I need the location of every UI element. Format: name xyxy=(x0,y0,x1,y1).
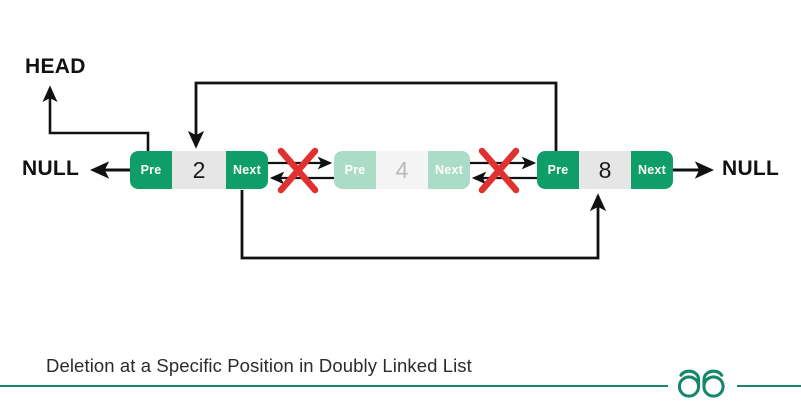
node-3-prev-pointer[interactable]: Pre xyxy=(537,151,579,189)
node-2-deleted[interactable]: Pre 4 Next xyxy=(334,151,470,189)
old-link-node1-node2 xyxy=(268,156,334,185)
node-2-prev-pointer[interactable]: Pre xyxy=(334,151,376,189)
geeksforgeeks-logo-icon xyxy=(677,369,725,398)
relink-prev-arrow xyxy=(187,81,558,152)
node-1-next-pointer[interactable]: Next xyxy=(226,151,268,189)
node-1-prev-pointer[interactable]: Pre xyxy=(130,151,172,189)
node-2-next-pointer[interactable]: Next xyxy=(428,151,470,189)
old-link-node2-node3 xyxy=(470,156,537,185)
node-3[interactable]: Pre 8 Next xyxy=(537,151,673,189)
null-left-label: NULL xyxy=(22,157,80,180)
head-label: HEAD xyxy=(25,55,86,78)
cross-left-icon xyxy=(277,147,319,194)
cross-right-icon xyxy=(478,147,520,194)
head-pointer-arrow xyxy=(42,85,150,152)
node-3-value: 8 xyxy=(598,156,612,183)
node-3-next-pointer[interactable]: Next xyxy=(631,151,673,189)
footer-rule-right xyxy=(737,385,801,387)
footer-rule-left xyxy=(0,385,668,387)
relink-next-arrow xyxy=(240,190,607,260)
node-1-value: 2 xyxy=(192,156,206,183)
caption-text: Deletion at a Specific Position in Doubl… xyxy=(46,355,472,376)
node-2-value: 4 xyxy=(395,156,409,183)
null-right-label: NULL xyxy=(722,157,780,180)
node-1[interactable]: Pre 2 Next xyxy=(130,151,268,189)
